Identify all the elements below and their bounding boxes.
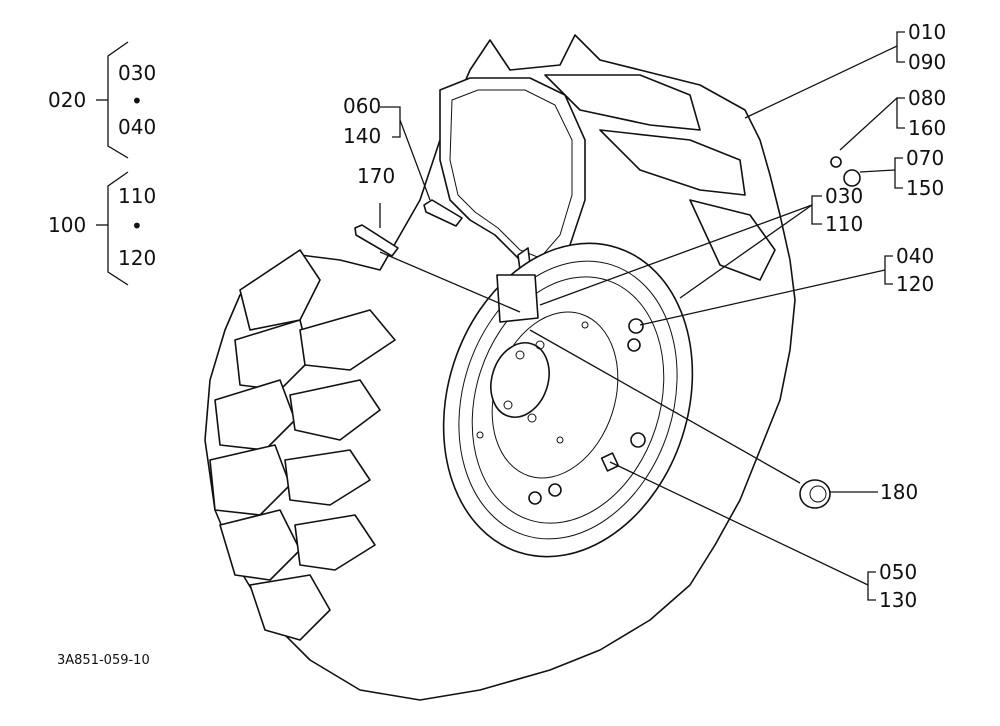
group-100-mid: • — [131, 214, 143, 238]
label-040: 040 — [896, 244, 934, 268]
small-parts-illustration — [354, 156, 861, 509]
wheel-disc-illustration — [442, 242, 694, 558]
label-brackets — [96, 31, 905, 601]
label-060: 060 — [343, 94, 381, 118]
label-130: 130 — [879, 588, 917, 612]
label-140: 140 — [343, 124, 381, 148]
group-020-top: 030 — [118, 61, 156, 85]
group-020-bottom: 040 — [118, 115, 156, 139]
label-030: 030 — [825, 184, 863, 208]
group-100-bottom: 120 — [118, 246, 156, 270]
label-080: 080 — [908, 86, 946, 110]
label-150: 150 — [906, 176, 944, 200]
label-160: 160 — [908, 116, 946, 140]
drawing-code: 3A851-059-10 — [57, 653, 150, 668]
label-010: 010 — [908, 20, 946, 44]
group-100-id: 100 — [48, 213, 86, 237]
label-170: 170 — [357, 164, 395, 188]
label-050: 050 — [879, 560, 917, 584]
label-090: 090 — [908, 50, 946, 74]
label-110: 110 — [825, 212, 863, 236]
leader-lines — [379, 45, 898, 586]
group-020-id: 020 — [48, 88, 86, 112]
group-020-mid: • — [131, 89, 143, 113]
label-070: 070 — [906, 146, 944, 170]
group-100-top: 110 — [118, 184, 156, 208]
label-120: 120 — [896, 272, 934, 296]
label-180: 180 — [880, 480, 918, 504]
